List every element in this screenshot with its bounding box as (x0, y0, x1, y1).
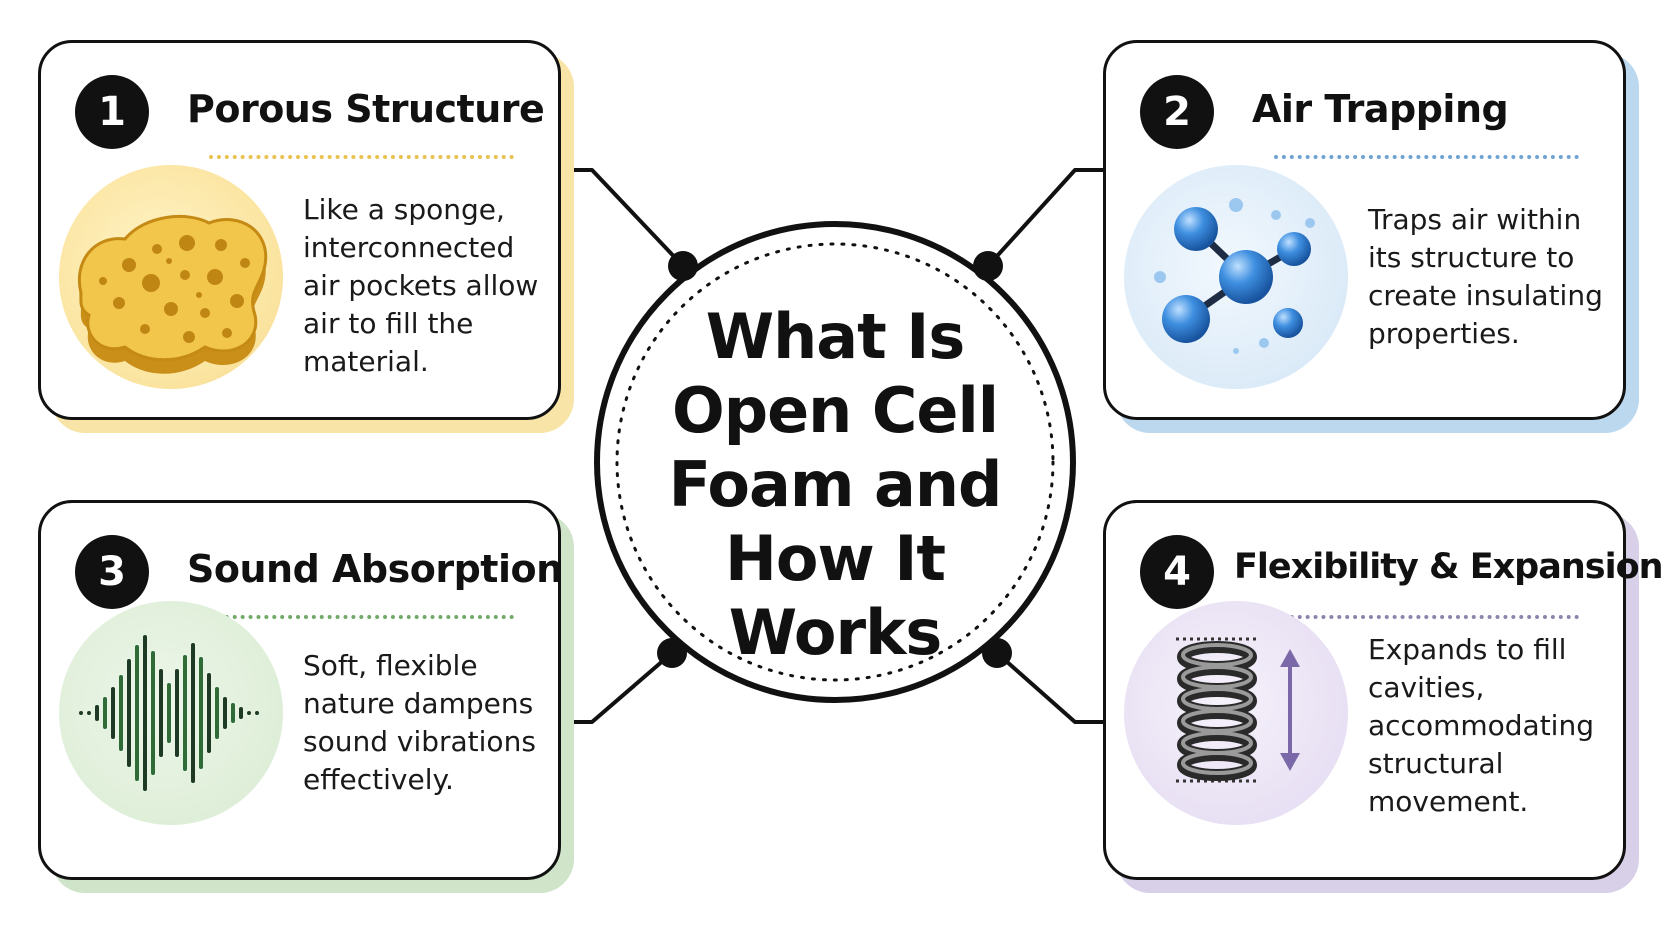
card-title: Porous Structure (187, 87, 545, 131)
connector-line-2 (986, 168, 1108, 268)
center-title: What Is Open Cell Foam and How It Works (668, 300, 1003, 669)
card-number-badge: 4 (1140, 535, 1214, 609)
sound-wave-icon (59, 601, 283, 825)
connector-dot-1 (668, 251, 698, 281)
card-title: Sound Absorption (187, 547, 563, 591)
card-title: Flexibility & Expansion (1234, 547, 1664, 587)
card-description: Traps air within its structure to create… (1368, 203, 1603, 350)
connector-dot-3 (657, 638, 687, 668)
connector-line-4 (995, 651, 1108, 724)
molecule-icon (1124, 165, 1348, 389)
connector-dot-4 (982, 638, 1012, 668)
spring-icon (1124, 601, 1348, 825)
card-title: Air Trapping (1252, 87, 1509, 131)
dotted-divider (209, 155, 514, 159)
card-air-trapping: 2 Air Trapping (1103, 40, 1626, 420)
card-description: Soft, flexible nature dampens sound vibr… (303, 649, 536, 796)
connector-line-1 (559, 168, 685, 268)
dotted-divider (209, 615, 514, 619)
center-circle (594, 221, 1076, 703)
dotted-divider (1274, 155, 1579, 159)
card-description: Like a sponge, interconnected air pocket… (303, 193, 539, 378)
card-number-badge: 2 (1140, 75, 1214, 149)
card-number-badge: 3 (75, 535, 149, 609)
connector-line-3 (559, 651, 674, 724)
card-description: Expands to fill cavities, accommodating … (1368, 633, 1594, 818)
center-circle-dotted-ring (615, 242, 1055, 682)
card-sound-absorption: 3 Sound Absorption (38, 500, 563, 880)
card-porous-structure: 1 Porous Structure Like a sponge, interc… (38, 40, 561, 420)
card-flexibility-expansion: 4 Flexibility & Expansion (1103, 500, 1664, 880)
sponge-icon (59, 165, 283, 389)
connector-dot-2 (973, 251, 1003, 281)
dotted-divider (1274, 615, 1579, 619)
card-number-badge: 1 (75, 75, 149, 149)
